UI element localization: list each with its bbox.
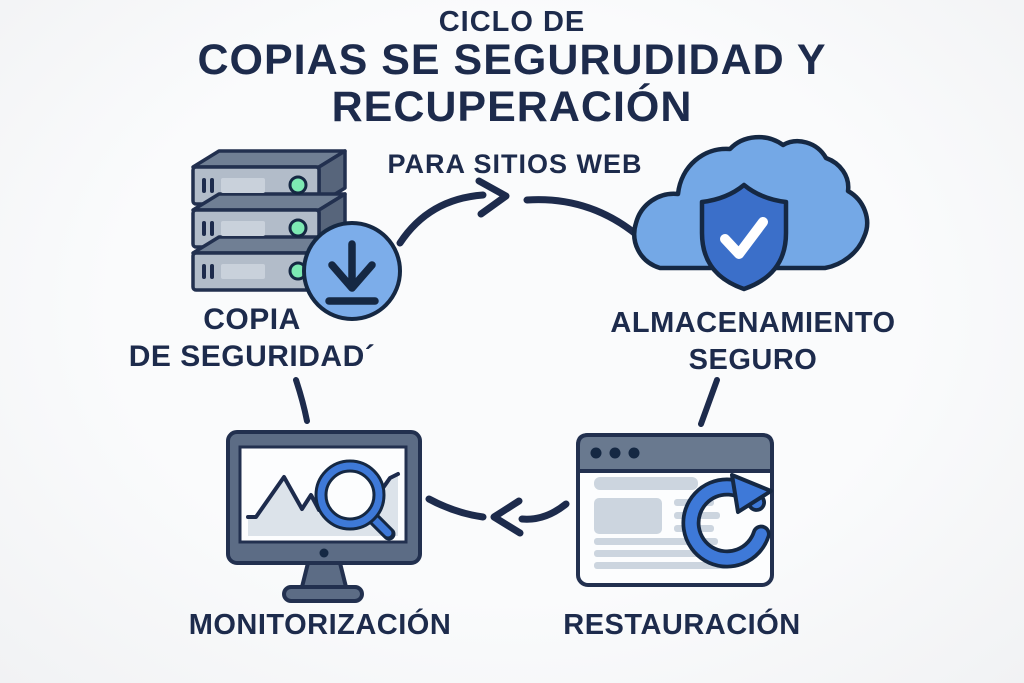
arrow-top-right-segment [523,196,641,239]
title-line-3: RECUPERACIÓN [331,83,693,131]
window-dots [590,447,640,459]
browser-header [576,433,774,473]
title-line-1: CICLO DE [438,6,586,38]
download-arrow [328,240,376,292]
connector-right [698,377,720,427]
backup-label-line-2: DE SEGURIDAD´ [128,340,376,373]
restore-node-label: RESTAURACIÓN [563,609,801,641]
storage-label-line-2: SEGURO [688,344,818,376]
arrow-top-head [475,177,510,218]
refresh-icon [681,473,773,569]
backup-node-label: COPIA DE SEGURIDAD´ [129,301,376,375]
arrow-top-left-segment [396,191,487,247]
connector-left [293,377,310,424]
refresh-arrowhead [730,473,773,514]
arrow-bottom-head [490,497,524,537]
shield-check-icon [695,181,793,293]
monitor-chart-icon [222,424,432,606]
storage-label-line-1: ALMACENAMIENTO [610,307,896,339]
subtitle: PARA SITIOS WEB [387,149,643,179]
title-line-2: COPIAS SE SEGURUDIDAD Y [197,36,827,84]
magnifier-icon [314,459,396,541]
content-placeholders [594,477,726,569]
arrow-bottom-right-segment [518,500,570,523]
browser-window-icon [574,430,776,590]
arrow-bottom-left-segment [425,495,487,521]
title-main: COPIAS SE SEGURUDIDAD Y RECUPERACIÓN [197,37,826,131]
monitoring-node-label: MONITORIZACIÓN [188,609,452,641]
storage-node-label: ALMACENAMIENTO SEGURO [610,305,895,379]
download-circle-icon [299,218,405,324]
backup-label-line-1: COPIA [203,303,301,336]
check-mark [720,217,768,259]
camera-dot [319,548,329,558]
